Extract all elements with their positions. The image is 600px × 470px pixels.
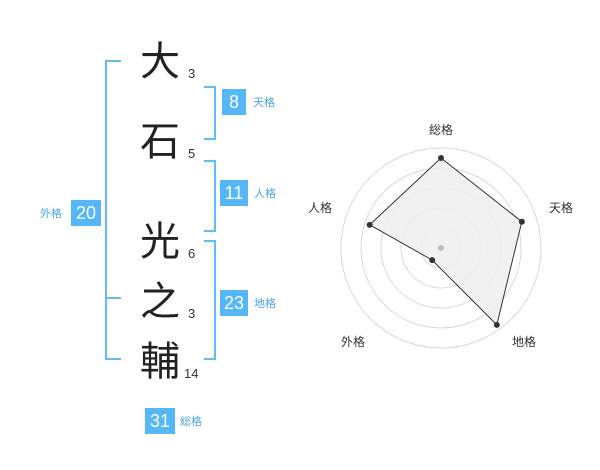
stroke-count-4: 3 (188, 306, 196, 321)
stroke-count-5: 14 (184, 366, 199, 381)
jin-label: 人格 (254, 187, 276, 200)
stroke-count-1: 3 (188, 66, 196, 81)
stroke-count-3: 6 (188, 246, 196, 261)
name-char-1: 大 (140, 39, 180, 85)
radar-label-sou: 総格 (429, 122, 453, 137)
radar-polygon (368, 157, 523, 326)
radar-label-gai: 外格 (341, 334, 365, 349)
radar-ring (340, 147, 542, 349)
radar-point-3 (493, 321, 500, 328)
ten-label: 天格 (253, 96, 275, 109)
sou-label: 総格 (180, 415, 202, 428)
bracket-gai-divider (105, 297, 121, 299)
radar-label-jin: 人格 (308, 200, 332, 215)
radar-label-chi: 地格 (512, 334, 536, 349)
name-char-3: 光 (140, 219, 180, 265)
radar-dots (366, 155, 525, 328)
chi-label: 地格 (254, 297, 276, 310)
ten-value-badge: 8 (222, 89, 246, 115)
radar-point-4 (429, 257, 436, 264)
jin-value-badge: 11 (220, 180, 248, 206)
sou-value-badge: 31 (145, 408, 175, 434)
gai-label: 外格 (40, 207, 62, 220)
radar-point-2 (518, 218, 525, 225)
name-char-4: 之 (140, 279, 180, 325)
radar-point-5 (366, 221, 373, 228)
gai-value-badge: 20 (71, 200, 101, 226)
radar-point-1 (438, 155, 444, 161)
name-char-2: 石 (140, 119, 180, 165)
bracket-ten (204, 86, 216, 140)
radar-center-dot (438, 245, 444, 251)
chi-value-badge: 23 (220, 290, 248, 316)
radar-label-ten: 天格 (549, 200, 573, 215)
bracket-chi (204, 240, 216, 360)
stroke-count-2: 5 (188, 146, 196, 161)
bracket-gai (105, 60, 121, 360)
name-char-5: 輔 (140, 339, 180, 385)
bracket-jin (204, 160, 216, 232)
